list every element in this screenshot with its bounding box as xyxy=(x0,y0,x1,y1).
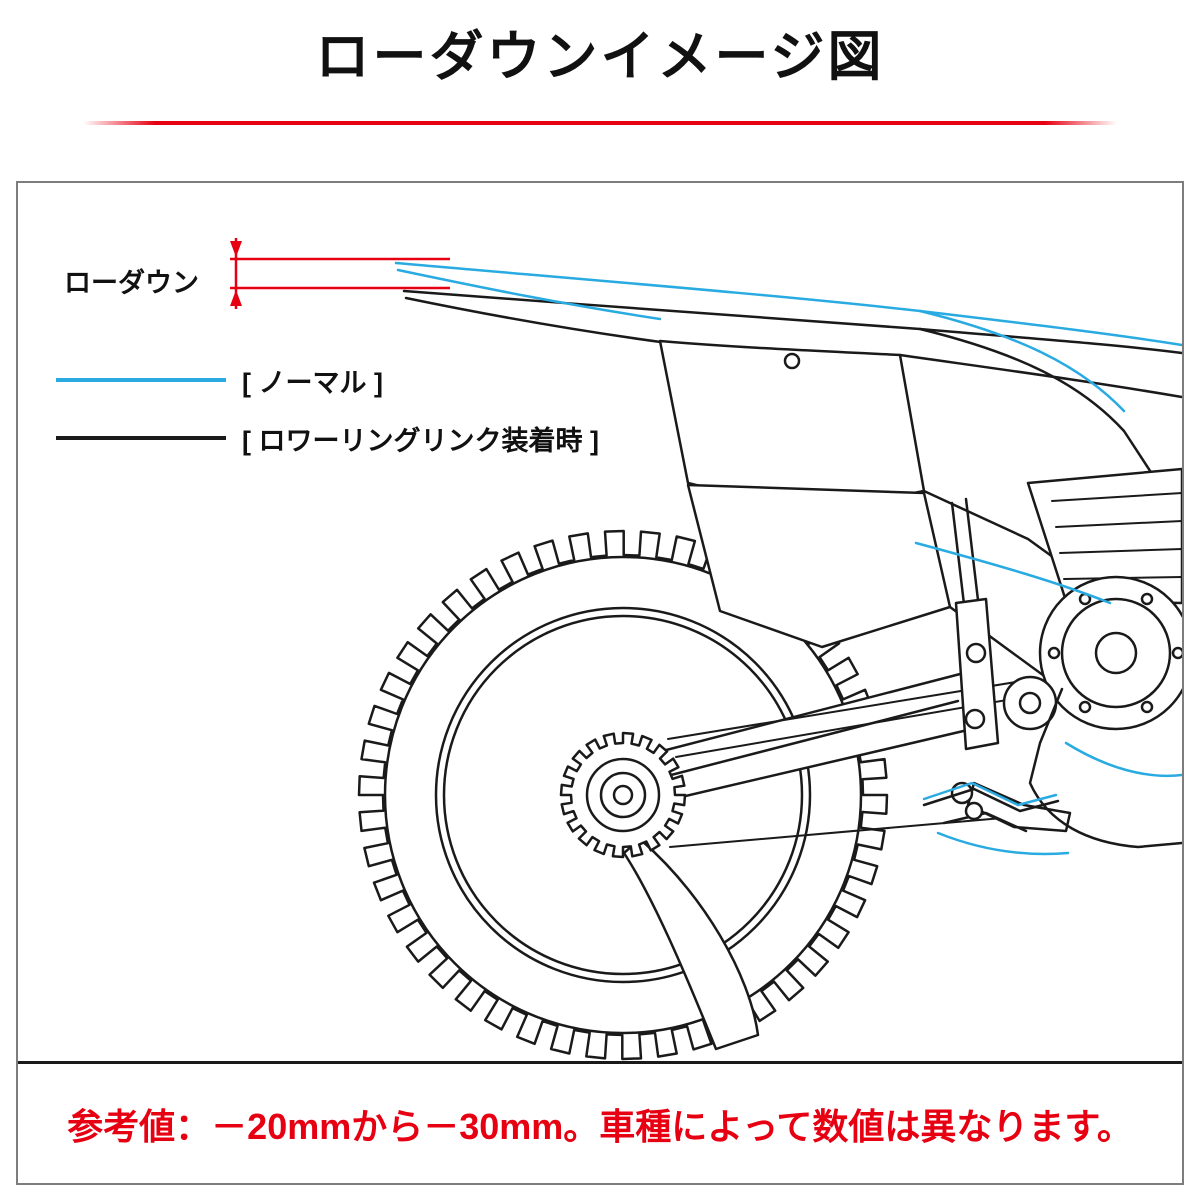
lowered-bike-outline xyxy=(357,290,1182,1061)
legend-item-normal: [ ノーマル ] xyxy=(56,351,599,409)
dimension-marks xyxy=(230,238,450,310)
clutch-cover xyxy=(1038,576,1182,731)
seat-line-normal xyxy=(394,262,1182,347)
dimension-label: ローダウン xyxy=(64,268,199,299)
diagram-box: ローダウン [ ノーマル ] [ ロワーリングリンク装着時 ] 参考値：－20m… xyxy=(16,181,1184,1186)
rear-tire-body xyxy=(383,556,863,1035)
number-plate xyxy=(686,484,952,649)
dimension-arrow-up xyxy=(230,241,242,258)
disc-guard xyxy=(622,838,760,1051)
legend: [ ノーマル ] [ ロワーリングリンク装着時 ] xyxy=(56,351,599,467)
motorcycle-illustration xyxy=(230,238,1182,1061)
rear-rim xyxy=(442,615,804,976)
side-panel xyxy=(658,340,926,515)
pivot-plate xyxy=(954,598,1000,751)
title-divider xyxy=(83,121,1117,126)
rear-tire-inner xyxy=(434,607,812,984)
legend-label-lowered: [ ロワーリングリンク装着時 ] xyxy=(242,425,599,456)
legend-label-normal: [ ノーマル ] xyxy=(242,367,383,398)
brake-pedal xyxy=(966,782,1072,833)
legend-item-lowered: [ ロワーリングリンク装着時 ] xyxy=(56,409,599,467)
hub xyxy=(585,758,661,833)
normal-bike-outline xyxy=(394,262,1182,856)
legend-line-lowered xyxy=(56,436,226,441)
reference-note: 参考値：－20mmから－30mm。車種によって数値は異なります。 xyxy=(18,1061,1182,1183)
legend-line-normal xyxy=(56,378,226,383)
linkage xyxy=(922,788,1060,813)
page-title: ローダウンイメージ図 xyxy=(315,27,885,87)
dimension-arrow-down xyxy=(230,290,242,307)
cylinder xyxy=(1026,468,1182,605)
seat-line-lowered xyxy=(402,290,1182,355)
